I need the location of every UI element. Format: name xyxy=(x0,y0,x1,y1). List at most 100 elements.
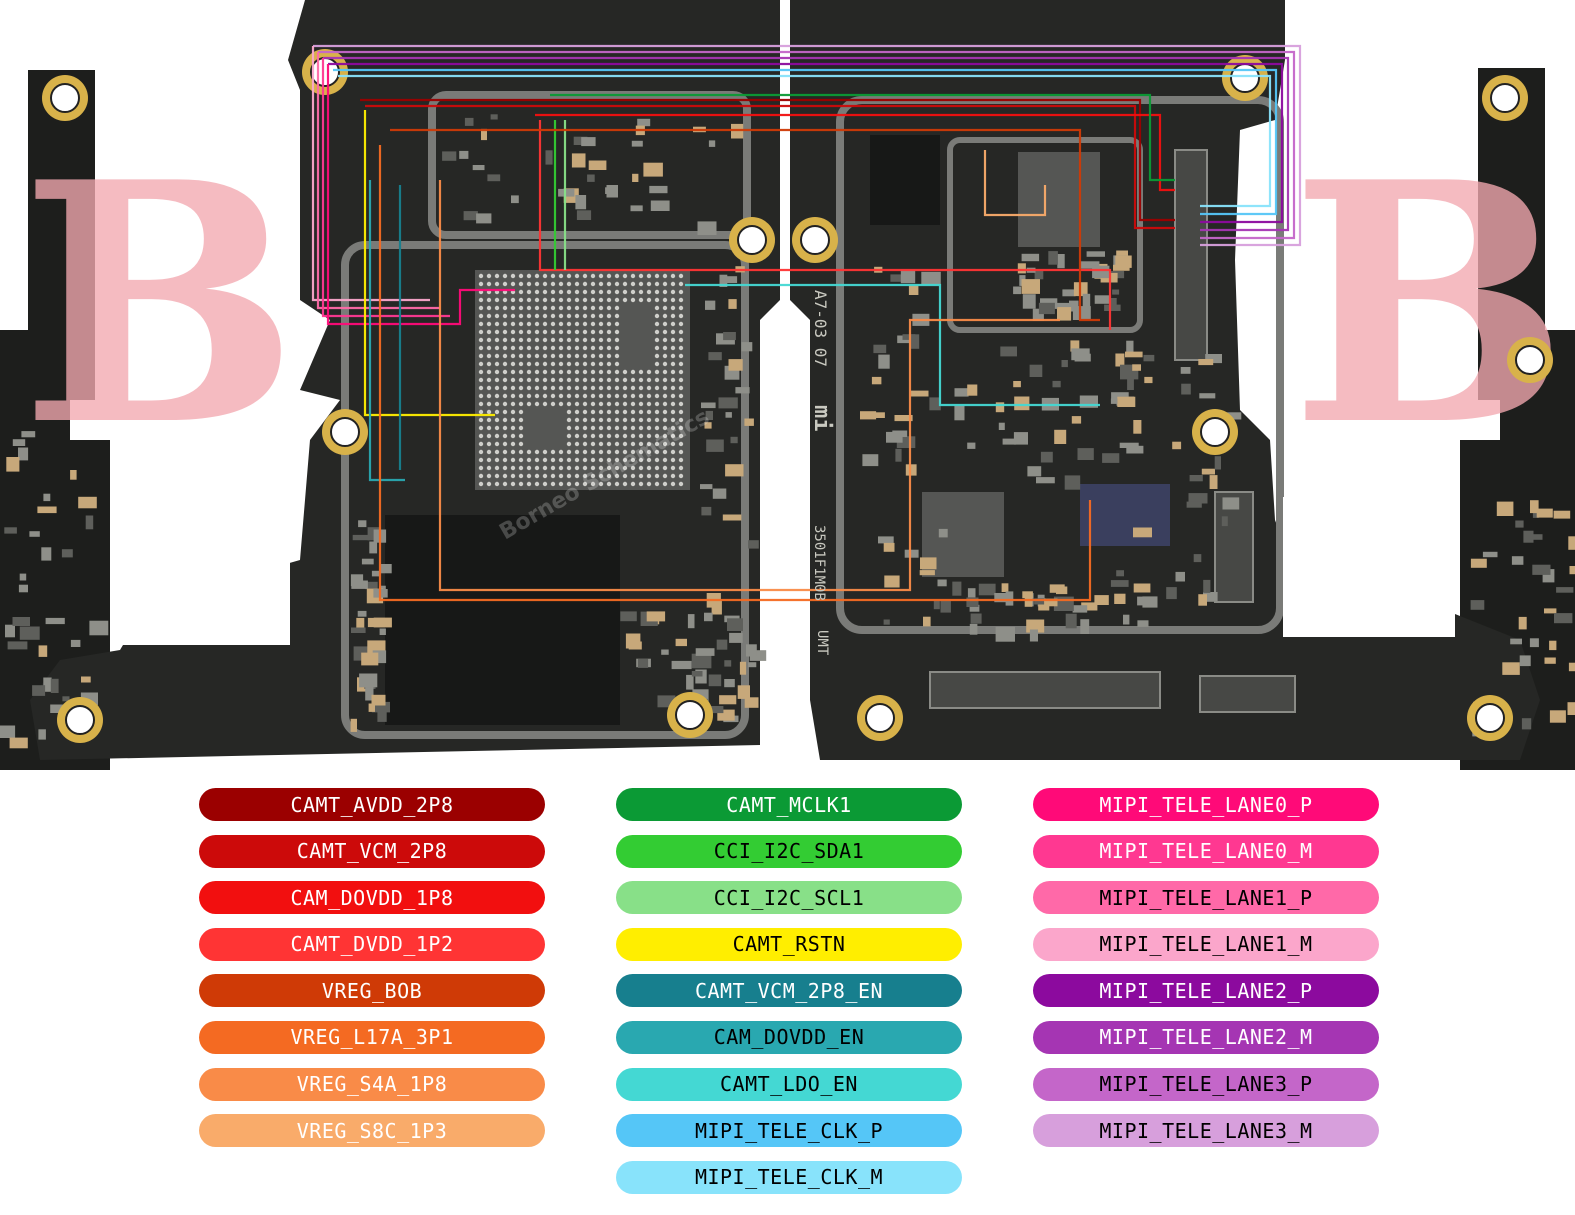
mounting-hole-center xyxy=(737,225,767,255)
bga-ball xyxy=(518,273,524,279)
component xyxy=(1132,364,1141,371)
bga-ball xyxy=(662,337,668,343)
bga-ball xyxy=(614,417,620,423)
component xyxy=(890,274,904,282)
bga-ball xyxy=(598,393,604,399)
silkscreen-text: A7-03 07 mi 3501F1M0B UMT xyxy=(809,290,834,656)
bga-ball xyxy=(558,385,564,391)
bga-ball xyxy=(494,433,500,439)
component xyxy=(1027,466,1042,477)
bga-ball xyxy=(526,353,532,359)
component xyxy=(43,493,51,502)
bga-ball xyxy=(574,481,580,487)
component xyxy=(81,676,91,683)
component xyxy=(969,623,978,635)
bga-ball xyxy=(518,417,524,423)
component xyxy=(1515,520,1524,528)
component xyxy=(1014,396,1030,411)
legend-item: VREG_BOB xyxy=(199,974,545,1008)
bga-ball xyxy=(614,425,620,431)
component xyxy=(1536,508,1553,518)
bga-ball xyxy=(678,353,684,359)
component xyxy=(1062,289,1076,297)
bga-ball xyxy=(566,281,572,287)
component xyxy=(588,160,607,170)
bga-ball xyxy=(574,289,580,295)
component xyxy=(910,390,929,397)
bga-ball xyxy=(566,329,572,335)
bga-ball xyxy=(662,401,668,407)
bga-ball xyxy=(526,289,532,295)
bga-ball xyxy=(614,433,620,439)
component xyxy=(1082,293,1091,307)
bga-ball xyxy=(678,369,684,375)
bga-ball xyxy=(526,329,532,335)
bga-ball xyxy=(478,417,484,423)
legend-item: MIPI_TELE_LANE3_P xyxy=(1033,1067,1379,1101)
bga-ball xyxy=(486,465,492,471)
component xyxy=(954,405,965,421)
bga-ball xyxy=(510,409,516,415)
bga-ball xyxy=(550,473,556,479)
bga-ball xyxy=(662,457,668,463)
bga-ball xyxy=(678,393,684,399)
bga-ball xyxy=(542,401,548,407)
bga-ball xyxy=(598,273,604,279)
trace xyxy=(983,150,1047,217)
bga-ball xyxy=(582,457,588,463)
bga-ball xyxy=(526,361,532,367)
bga-ball xyxy=(582,433,588,439)
bga-ball xyxy=(494,321,500,327)
bga-ball xyxy=(670,481,676,487)
component xyxy=(748,540,759,549)
bga-ball xyxy=(654,393,660,399)
component xyxy=(871,376,882,385)
component xyxy=(358,520,367,528)
bga-ball xyxy=(574,321,580,327)
component xyxy=(905,464,917,476)
component xyxy=(459,150,469,159)
component xyxy=(705,300,716,310)
bga-ball xyxy=(606,353,612,359)
component xyxy=(351,627,366,633)
component xyxy=(883,619,890,625)
component xyxy=(575,195,587,210)
component xyxy=(1530,500,1539,514)
bga-ball xyxy=(678,273,684,279)
bga-ball xyxy=(518,353,524,359)
component xyxy=(1502,662,1520,675)
bga-ball xyxy=(614,369,620,375)
component xyxy=(361,652,379,666)
legend-item: CAMT_LDO_EN xyxy=(616,1067,962,1101)
component xyxy=(878,536,894,544)
bga-ball xyxy=(494,449,500,455)
bga-ball xyxy=(574,449,580,455)
bga-ball xyxy=(486,385,492,391)
component xyxy=(1029,364,1043,377)
bga-ball xyxy=(582,473,588,479)
bga-ball xyxy=(638,481,644,487)
bga-ball xyxy=(598,433,604,439)
component xyxy=(717,709,735,721)
component xyxy=(12,617,30,626)
component xyxy=(706,439,724,452)
bga-ball xyxy=(478,297,484,303)
bga-ball xyxy=(630,425,636,431)
component xyxy=(937,579,947,587)
bga-ball xyxy=(606,417,612,423)
bga-ball xyxy=(678,409,684,415)
bga-ball xyxy=(654,441,660,447)
bga-ball xyxy=(590,281,596,287)
bga-ball xyxy=(478,313,484,319)
bga-ball xyxy=(510,337,516,343)
trace xyxy=(390,128,1100,322)
component xyxy=(1110,580,1129,587)
bga-ball xyxy=(606,313,612,319)
mounting-hole-center xyxy=(1490,83,1520,113)
bga-ball xyxy=(518,337,524,343)
bga-ball xyxy=(502,337,508,343)
component xyxy=(884,575,900,588)
component xyxy=(724,660,732,667)
bga-ball xyxy=(542,313,548,319)
component xyxy=(29,531,40,537)
